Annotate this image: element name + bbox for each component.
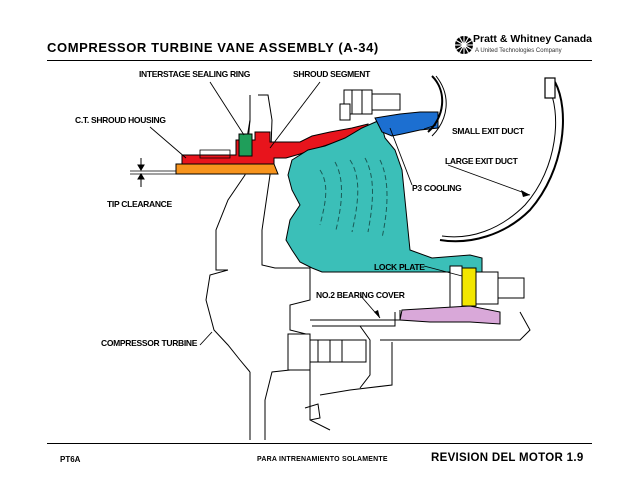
label-p3-cooling: P3 COOLING <box>412 183 462 193</box>
label-small-exit-duct: SMALL EXIT DUCT <box>452 126 524 136</box>
ct-vane-assembly <box>285 119 483 273</box>
footer-rule <box>47 443 592 444</box>
no2-bearing-cover <box>399 305 501 325</box>
lock-plate <box>461 267 477 307</box>
label-ct-shroud-housing: C.T. SHROUD HOUSING <box>75 115 166 125</box>
label-shroud-segment: SHROUD SEGMENT <box>293 69 371 79</box>
label-bearing-cover: NO.2 BEARING COVER <box>316 290 405 300</box>
page-title: COMPRESSOR TURBINE VANE ASSEMBLY (A-34) <box>47 40 379 55</box>
shroud-segment <box>175 163 279 175</box>
top-bolt <box>339 89 401 121</box>
footer-notice: PARA INTRENAMIENTO SOLAMENTE <box>257 456 388 463</box>
small-exit-duct <box>427 75 444 133</box>
ct-shroud-housing <box>181 123 369 165</box>
brand-subtitle: A United Technologies Company <box>475 48 562 54</box>
vane-airfoil-lines <box>319 157 388 239</box>
lower-bolt <box>287 333 367 371</box>
footer-section: REVISION DEL MOTOR 1.9 <box>431 452 584 464</box>
label-lock-plate: LOCK PLATE <box>374 262 425 272</box>
large-exit-duct <box>439 81 564 243</box>
label-interstage-sealing-ring: INTERSTAGE SEALING RING <box>139 69 251 79</box>
footer-model: PT6A <box>60 455 81 464</box>
label-large-exit-duct: LARGE EXIT DUCT <box>445 156 518 166</box>
eagle-emblem-icon <box>455 36 473 54</box>
label-compressor-turbine: COMPRESSOR TURBINE <box>101 338 198 348</box>
label-tip-clearance: TIP CLEARANCE <box>107 199 172 209</box>
bearing-housing-outline <box>309 310 531 431</box>
header-rule <box>47 60 592 61</box>
pratt-whitney-logo <box>455 36 473 54</box>
brand-name: Pratt & Whitney Canada <box>473 33 593 45</box>
interstage-sealing-ring <box>238 133 253 157</box>
side-bolt <box>449 265 525 311</box>
